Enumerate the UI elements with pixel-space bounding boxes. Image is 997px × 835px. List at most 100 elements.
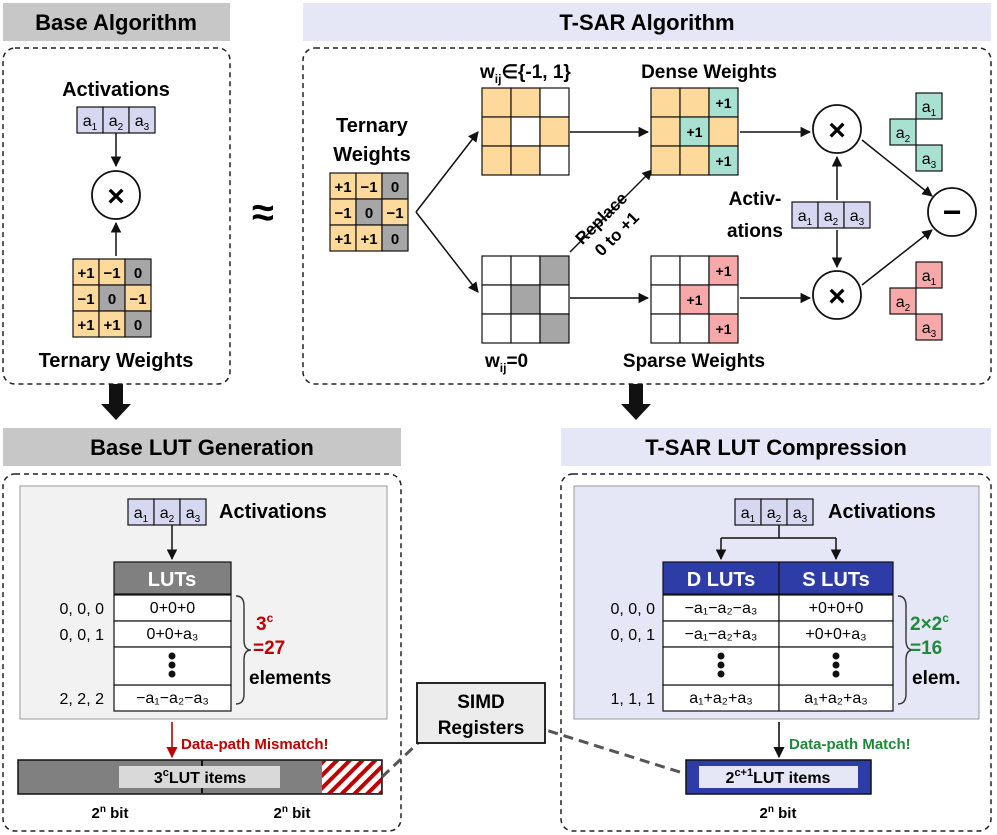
approx-symbol: ≈: [252, 191, 274, 235]
replace-annotation: Replace 0 to +1: [572, 189, 643, 260]
activation-cell: [817, 201, 845, 229]
base-count-unit: elements: [249, 668, 331, 689]
activation-cell: [179, 498, 207, 526]
weight-cell-value: 0: [391, 179, 399, 196]
activation-cell-label: a2: [767, 505, 782, 525]
s-luts-header: [778, 561, 894, 595]
simd-registers-box: [416, 682, 546, 744]
grid-cell: [679, 145, 710, 176]
grid-cell: [539, 284, 570, 315]
base-lut-header: [3, 428, 401, 466]
tsar-count-value: =16: [910, 638, 942, 659]
output-cell-label: a2: [896, 294, 911, 314]
base-register-items: [119, 766, 280, 788]
lut-cell-value: +0+0+0: [809, 600, 864, 617]
tsar-count-power: 2×2c: [910, 611, 949, 635]
grid-cell: [708, 116, 739, 147]
sparse-weights-label: Sparse Weights: [623, 351, 765, 372]
activations-split-1: Activ-: [729, 189, 782, 210]
base-register-items-label: 3cLUT items: [154, 767, 246, 787]
zero-mask-grid: [481, 255, 570, 344]
weight-cell-value: +1: [77, 265, 94, 282]
weight-cell: [124, 258, 152, 286]
activation-cell-label: a2: [109, 113, 124, 133]
base-lut-activations-label: Activations: [219, 501, 327, 523]
activation-cell: [791, 201, 819, 229]
d-luts-label: D LUTs: [687, 569, 756, 591]
activation-cell: [127, 498, 155, 526]
base-count-value: =27: [253, 638, 285, 659]
ellipsis-dot: [168, 661, 176, 669]
weight-cell-value: 0: [391, 231, 399, 248]
grid-cell: [510, 116, 541, 147]
grid-cell: [539, 116, 570, 147]
weight-cell-value: 0: [365, 205, 373, 222]
weight-cell-value: +1: [103, 317, 120, 334]
dense-multiply-node: [812, 104, 862, 154]
weight-cell-value: −1: [129, 291, 146, 308]
ellipsis-dot: [717, 670, 725, 678]
weight-cell-value: −1: [360, 179, 377, 196]
weight-cell: [381, 224, 409, 252]
match-label: Data-path Match!: [789, 736, 911, 753]
tsar-lut-header: [561, 428, 991, 466]
activation-cell: [843, 201, 871, 229]
plus-one-label: +1: [716, 95, 732, 111]
output-cell: [915, 261, 943, 289]
activations-split-2: ations: [727, 221, 783, 242]
ellipsis-dot: [168, 652, 176, 660]
activation-cell: [786, 498, 814, 526]
grid-cell: [539, 313, 570, 344]
ellipsis-dot: [717, 661, 725, 669]
lut-index-label: 0, 0, 0: [60, 601, 105, 618]
dense-weights-grid: +1+1+1: [650, 87, 739, 176]
activation-cell: [734, 498, 762, 526]
tsar-lut-panel: [560, 473, 992, 832]
base-luts-header-label: LUTs: [148, 569, 197, 591]
tsar-algorithm-panel: [302, 47, 992, 385]
weight-cell-value: +1: [334, 179, 351, 196]
wij-zero-label: wij=0: [484, 351, 528, 375]
grid-cell: [510, 255, 541, 286]
weight-cell: [381, 198, 409, 226]
grid-cell: [481, 313, 512, 344]
simd-label-2: Registers: [438, 718, 525, 739]
base-count-power: 3c: [256, 611, 274, 635]
base-algorithm-panel: [2, 47, 231, 385]
register-overflow-hatch: [322, 761, 381, 793]
grid-cell: [708, 313, 739, 344]
weight-cell-value: 0: [108, 291, 116, 308]
weight-cell: [381, 172, 409, 200]
activation-cell-label: a1: [134, 505, 149, 525]
activation-cell-label: a1: [798, 208, 813, 228]
base-ternary-weights-label: Ternary Weights: [39, 350, 194, 372]
grid-cell: [679, 313, 710, 344]
tsar-lut-brace: [897, 595, 914, 705]
weight-cell-value: +1: [77, 317, 94, 334]
output-cell: [889, 118, 917, 146]
activation-cell-label: a3: [793, 505, 808, 525]
activation-cell-label: a1: [83, 113, 98, 133]
output-cell-label: a1: [922, 99, 937, 119]
tsar-bit-label: 2n bit: [760, 804, 797, 822]
lut-cell: [113, 594, 232, 622]
lut-cell-value: −a₁−a₂−a₃: [685, 600, 758, 617]
activation-cell-label: a2: [824, 208, 839, 228]
lut-cell-value: +0+0+a₃: [805, 626, 866, 643]
grid-cell: [481, 116, 512, 147]
weight-cell: [355, 224, 383, 252]
output-cell: [915, 313, 943, 341]
weight-cell-value: −1: [386, 205, 403, 222]
plus-one-label: +1: [716, 321, 732, 337]
activation-cell-label: a2: [160, 505, 175, 525]
lut-index-label: 0, 0, 1: [60, 627, 105, 644]
grid-cell: [481, 284, 512, 315]
grid-cell: [650, 145, 681, 176]
grid-cell: [481, 145, 512, 176]
grid-cell: [510, 284, 541, 315]
tsar-count-unit: elem.: [912, 668, 961, 689]
tsar-register-items-label: 2c+1LUT items: [726, 767, 831, 787]
